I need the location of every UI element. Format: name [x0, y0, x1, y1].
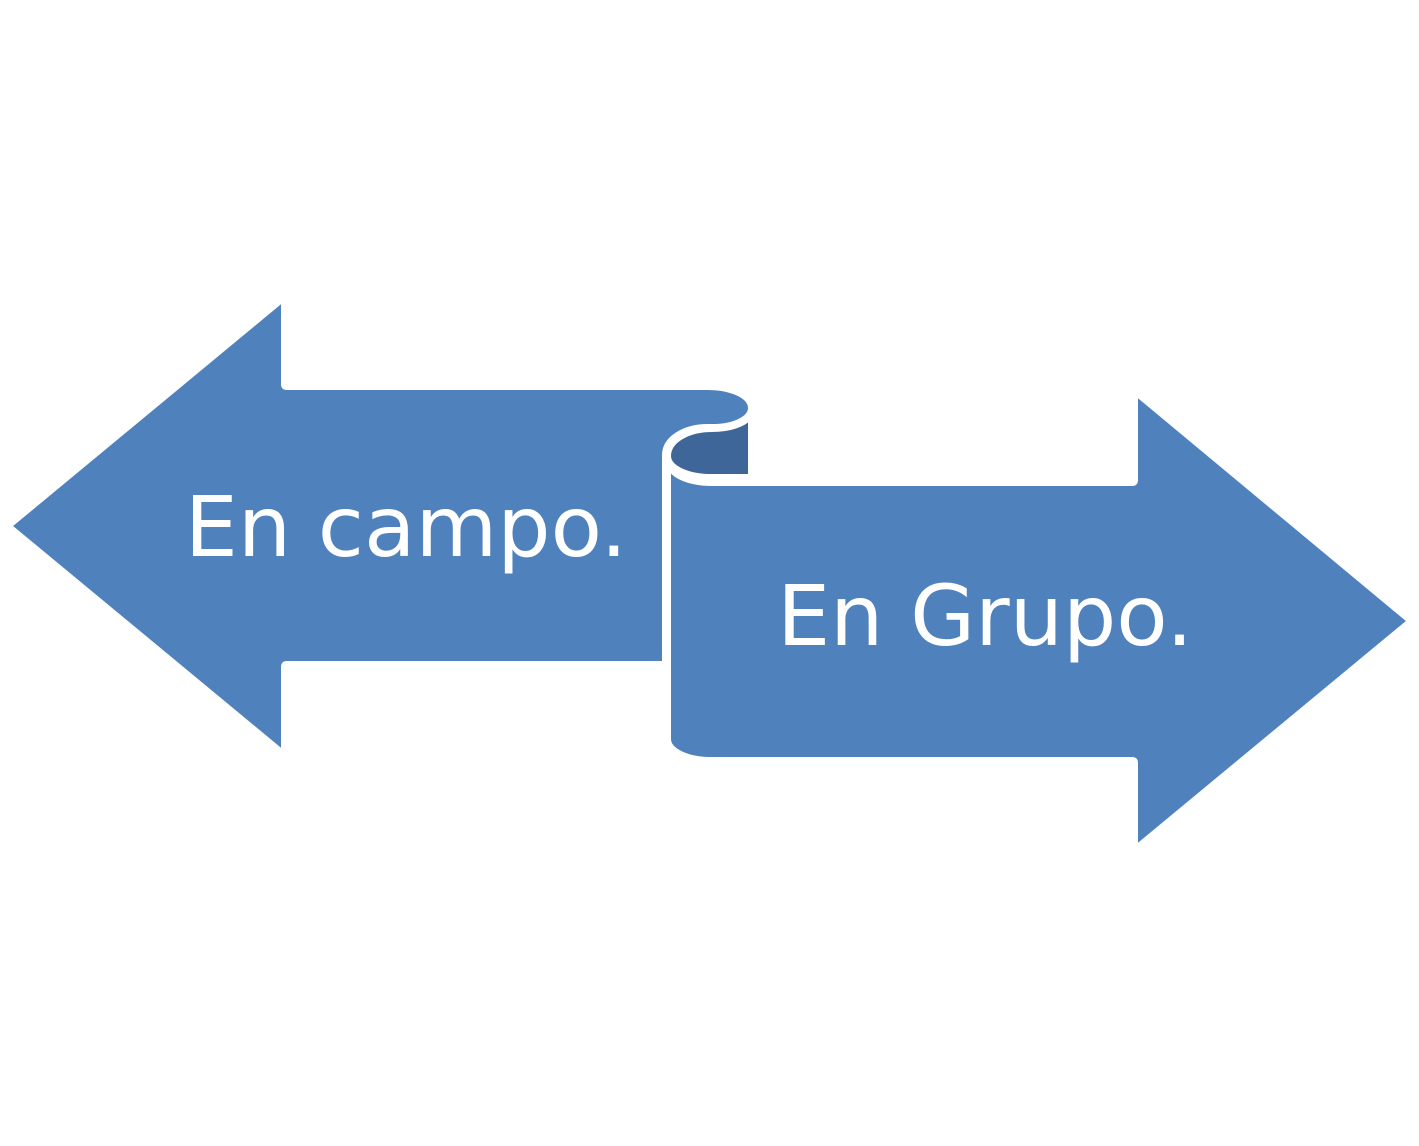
left-arrow-icon [6, 295, 753, 757]
right-arrow-icon [667, 389, 1413, 852]
left-arrow: En campo. [6, 295, 753, 757]
right-arrow-label: En Grupo. [777, 567, 1193, 665]
right-arrow: En Grupo. [667, 389, 1413, 852]
left-arrow-label: En campo. [185, 478, 627, 576]
scroll-fold-icon [667, 416, 752, 478]
